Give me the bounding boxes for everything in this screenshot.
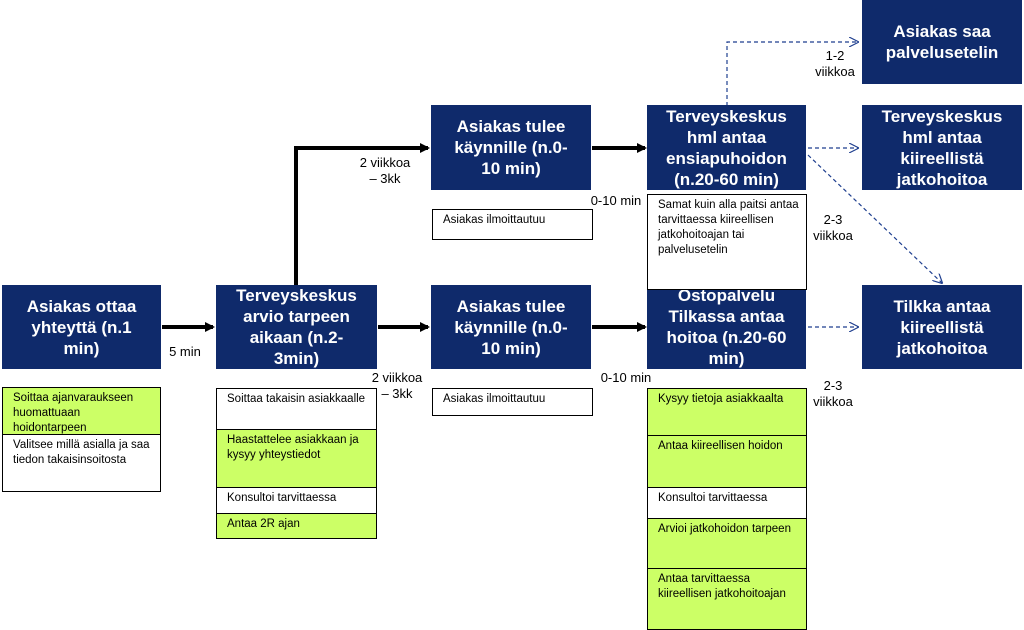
box-terveyskeskus-jatkohoito: Terveyskeskus hml antaa kiireellistä jat…	[862, 105, 1022, 190]
arrow-b2-b3	[294, 143, 430, 286]
box-asiakas-ottaa-yhteytta: Asiakas ottaa yhteyttä (n.1 min)	[2, 285, 161, 369]
dashed-arrow-b5-b7	[726, 42, 858, 106]
note-cell: Valitsee millä asialla ja saa tiedon tak…	[3, 435, 160, 491]
dashed-arrow-b5-b9	[807, 154, 942, 283]
note-cell: Antaa tarvittaessa kiireellisen jatkohoi…	[648, 569, 806, 629]
note-ostopalvelu-tilkka: Kysyy tietoja asiakkaalta Antaa kiireell…	[647, 388, 807, 630]
note-cell: Samat kuin alla paitsi antaa tarvittaess…	[648, 195, 806, 289]
note-terveyskeskus-arvio: Soittaa takaisin asiakkaalle Haastattele…	[216, 388, 377, 539]
box-palveluseteli: Asiakas saa palvelusetelin	[862, 0, 1022, 84]
note-cell: Antaa kiireellisen hoidon	[648, 436, 806, 488]
label-0-10-min-bottom: 0-10 min	[600, 370, 652, 385]
note-cell: Haastattelee asiakkaan ja kysyy yhteysti…	[217, 430, 376, 488]
label-2-3-viikkoa-bottom: 2-3 viikkoa	[813, 378, 853, 409]
box-terveyskeskus-ensiapu: Terveyskeskus hml antaa ensiapuhoidon (n…	[647, 105, 806, 190]
box-ostopalvelu-tilkka: Ostopalvelu Tilkassa antaa hoitoa (n.20-…	[647, 285, 806, 369]
note-cell: Antaa 2R ajan	[217, 514, 376, 538]
label-2-viikkoa-bottom: 2 viikkoa – 3kk	[371, 370, 423, 401]
box-terveyskeskus-arvio: Terveyskeskus arvio tarpeen aikaan (n.2-…	[216, 285, 377, 369]
note-cell: Kysyy tietoja asiakkaalta	[648, 389, 806, 436]
box-asiakas-tulee-top: Asiakas tulee käynnille (n.0- 10 min)	[431, 105, 591, 190]
note-cell: Asiakas ilmoittautuu	[433, 389, 592, 415]
note-cell: Arvioi jatkohoidon tarpeen	[648, 519, 806, 569]
note-cell: Konsultoi tarvittaessa	[217, 488, 376, 514]
box-asiakas-tulee-bottom: Asiakas tulee käynnille (n.0- 10 min)	[431, 285, 591, 369]
note-asiakas-ilmoittautuu-top: Asiakas ilmoittautuu	[432, 209, 593, 240]
note-asiakas-ottaa-yhteytta: Soittaa ajanvaraukseen huomattuaan hoido…	[2, 387, 161, 492]
note-cell: Soittaa takaisin asiakkaalle	[217, 389, 376, 430]
note-terveyskeskus-ensiapu: Samat kuin alla paitsi antaa tarvittaess…	[647, 194, 807, 290]
note-cell: Konsultoi tarvittaessa	[648, 488, 806, 519]
label-1-2-viikkoa: 1-2 viikkoa	[815, 48, 855, 79]
label-2-3-viikkoa-top: 2-3 viikkoa	[813, 212, 853, 243]
label-0-10-min-top: 0-10 min	[590, 193, 642, 208]
label-5min: 5 min	[169, 344, 201, 359]
note-cell: Asiakas ilmoittautuu	[433, 210, 592, 239]
connector-layer	[162, 0, 1024, 332]
note-cell: Soittaa ajanvaraukseen huomattuaan hoido…	[3, 388, 160, 435]
note-asiakas-ilmoittautuu-bottom: Asiakas ilmoittautuu	[432, 388, 593, 416]
box-tilkka-jatkohoito: Tilkka antaa kiireellistä jatkohoitoa	[862, 285, 1022, 369]
label-2-viikkoa-top: 2 viikkoa – 3kk	[359, 155, 411, 186]
